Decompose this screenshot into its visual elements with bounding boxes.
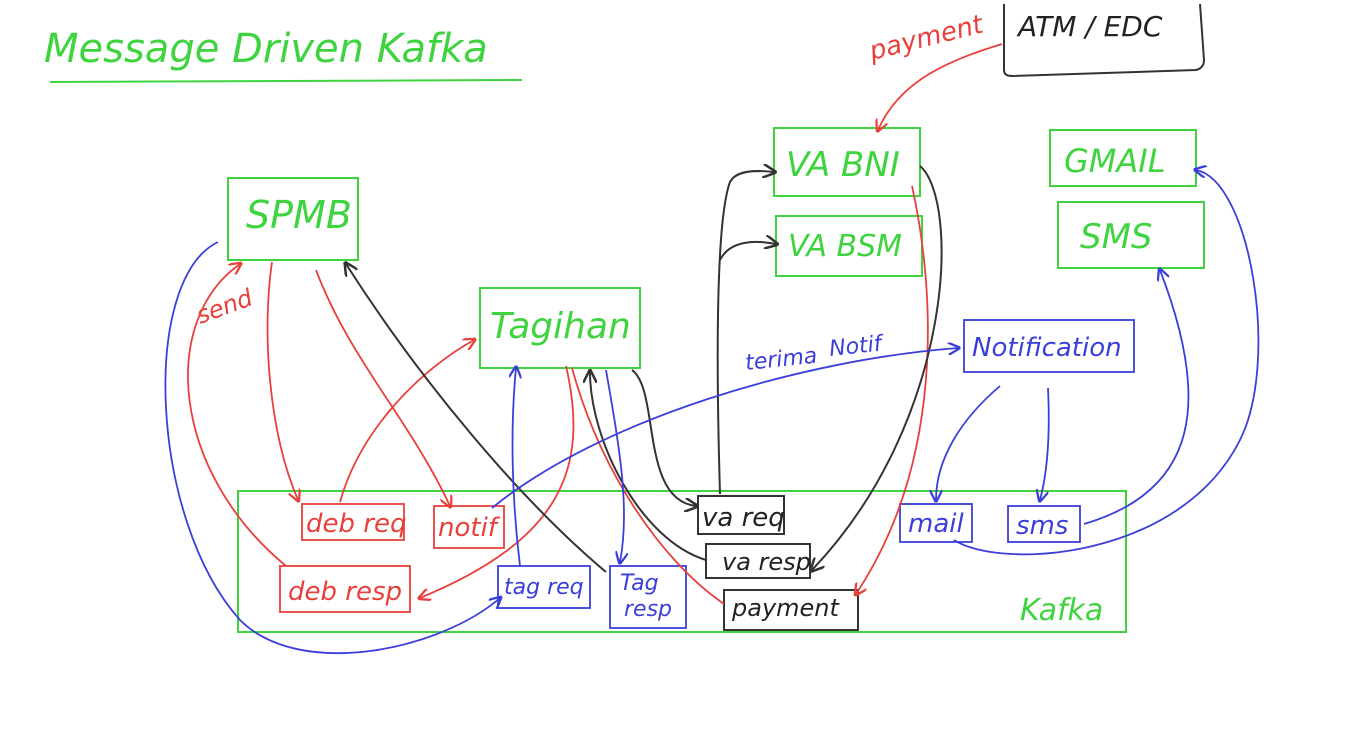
tagihan-label: Tagihan (490, 306, 631, 347)
spmb-node: SPMB (227, 177, 359, 261)
arrow-tagihan-to-payment (571, 367, 725, 605)
topic-payment-box (723, 589, 859, 631)
arrow-mail-to-gmail (953, 170, 1260, 556)
atm-edc-label: ATM / EDC (1016, 10, 1163, 43)
topic-notif-box (433, 505, 505, 549)
arrow-tag-req-to-tagihan (513, 368, 520, 567)
gmail-box (1049, 129, 1197, 187)
arrow-sms-topic-to-sms (1083, 270, 1190, 525)
tagihan-box (479, 287, 641, 369)
topic-sms-box (1007, 505, 1081, 543)
topic-tag-req: tag req (497, 565, 591, 609)
topic-mail-label: mail (908, 509, 964, 539)
sms-label: SMS (1080, 217, 1153, 257)
atm-edc-box (1003, 3, 1206, 78)
arrow-notification-to-mail (936, 385, 1001, 500)
va-bni-label: VA BNI (786, 145, 900, 185)
topic-tag-resp-label-1: Tag (620, 571, 659, 596)
arrow-va-req-to-va-bni (716, 171, 774, 495)
arrow-va-resp-to-tagihan (590, 372, 707, 561)
topic-va-req-label: va req (702, 503, 785, 533)
topic-payment: payment (723, 589, 859, 631)
topic-tag-req-box (497, 565, 591, 609)
arrow-tagihan-to-va-req (631, 369, 696, 506)
topic-deb-req-box (301, 503, 405, 541)
topic-sms: sms (1007, 505, 1081, 543)
topic-deb-req: deb req (301, 503, 406, 541)
gmail-node: GMAIL (1049, 129, 1197, 187)
arrow-va-bni-to-payment (856, 185, 929, 594)
topic-va-resp: va resp (705, 543, 811, 579)
va-bni-box (773, 127, 921, 197)
topic-deb-resp-label: deb resp (288, 577, 402, 607)
topic-deb-req-label: deb req (306, 509, 406, 539)
arrow-tagihan-to-deb-resp (420, 365, 575, 598)
topic-va-resp-label: va resp (722, 548, 811, 576)
topic-tag-req-label: tag req (504, 575, 584, 600)
arrow-va-req-to-va-bsm (719, 242, 776, 261)
topic-va-req-box (697, 495, 785, 535)
arrow-tag-resp-to-spmb (346, 264, 607, 573)
topic-mail: mail (899, 503, 973, 543)
terima-notif-label-2: Notif (828, 331, 886, 362)
tagihan-node: Tagihan (479, 287, 641, 369)
arrow-spmb-to-deb-req (266, 261, 298, 500)
arrow-spmb-to-tag-req (164, 241, 500, 655)
arrow-spmb-to-notif (315, 269, 450, 506)
title-underline (49, 79, 523, 83)
gmail-label: GMAIL (1064, 142, 1166, 180)
arrow-tagihan-to-tag-resp (605, 369, 624, 562)
arrow-va-bni-to-va-resp (812, 165, 943, 570)
spmb-box (227, 177, 359, 261)
va-bsm-label: VA BSM (788, 229, 902, 264)
topic-payment-label: payment (731, 594, 841, 622)
topic-notif-label: notif (438, 513, 501, 543)
sms-node: SMS (1057, 201, 1205, 269)
arrow-atm-to-va-bni (878, 43, 1003, 130)
topic-sms-label: sms (1016, 511, 1068, 541)
arrow-deb-req-to-tagihan (339, 340, 474, 503)
topic-deb-resp-box (279, 565, 411, 613)
kafka-box (237, 490, 1127, 633)
topic-va-req: va req (697, 495, 785, 535)
topic-tag-resp-label-2: resp (624, 597, 672, 622)
spmb-label: SPMB (246, 193, 352, 237)
topic-tag-resp: Tag resp (609, 565, 687, 629)
kafka-cluster: Kafka (237, 490, 1127, 633)
arrow-deb-resp-to-spmb-send (187, 264, 287, 567)
arrow-notif-to-notification (491, 348, 958, 509)
send-arrow-label: send (192, 283, 257, 329)
sms-box (1057, 201, 1205, 269)
topic-mail-box (899, 503, 973, 543)
kafka-label: Kafka (1020, 593, 1103, 628)
atm-edc-node: ATM / EDC (1003, 3, 1206, 78)
va-bsm-node: VA BSM (775, 215, 923, 277)
topic-notif: notif (433, 505, 505, 549)
arrow-notification-to-sms (1040, 387, 1050, 500)
notification-box (963, 319, 1135, 373)
va-bni-node: VA BNI (773, 127, 921, 197)
notification-node: Notification (963, 319, 1135, 373)
page-title: Message Driven Kafka (44, 26, 488, 72)
payment-arrow-label: payment (865, 9, 986, 67)
topic-tag-resp-box (609, 565, 687, 629)
topic-deb-resp: deb resp (279, 565, 411, 613)
notification-label: Notification (972, 333, 1122, 363)
